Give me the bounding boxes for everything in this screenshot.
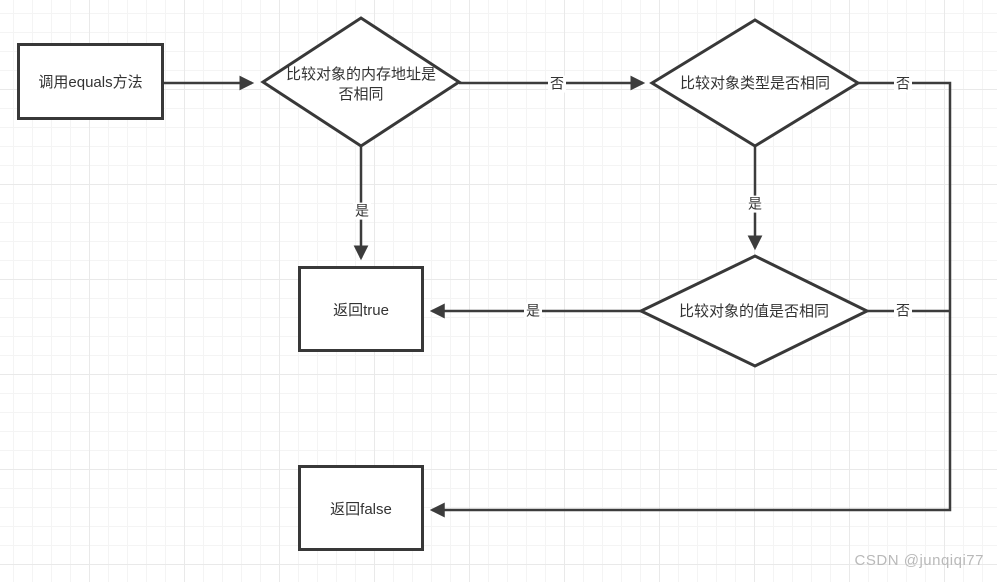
return-false-node: 返回false bbox=[298, 465, 424, 551]
csdn-watermark: CSDN @junqiqi77 bbox=[854, 552, 984, 569]
edge-label-value-yes: 是 bbox=[524, 302, 542, 320]
edge-label-memory-yes: 是 bbox=[353, 202, 371, 220]
start-node: 调用equals方法 bbox=[17, 43, 164, 120]
decision-object-value-diamond bbox=[637, 254, 871, 368]
edge-label-type-yes: 是 bbox=[746, 195, 764, 213]
memory-check-label: 比较对象的内存地址是否相同 bbox=[285, 65, 436, 103]
edge-label-memory-no: 否 bbox=[548, 75, 566, 93]
start-node-label: 调用equals方法 bbox=[38, 74, 143, 91]
type-check-label: 比较对象类型是否相同 bbox=[679, 74, 830, 92]
return-false-label: 返回false bbox=[330, 500, 392, 518]
return-true-label: 返回true bbox=[333, 301, 389, 319]
return-true-node: 返回true bbox=[298, 266, 424, 352]
decision-memory-address-diamond bbox=[260, 16, 462, 148]
decision-object-type-diamond bbox=[649, 18, 861, 148]
value-check-label: 比较对象的值是否相同 bbox=[678, 302, 829, 320]
edge-label-value-no: 否 bbox=[894, 302, 912, 320]
edge-label-type-no: 否 bbox=[894, 75, 912, 93]
